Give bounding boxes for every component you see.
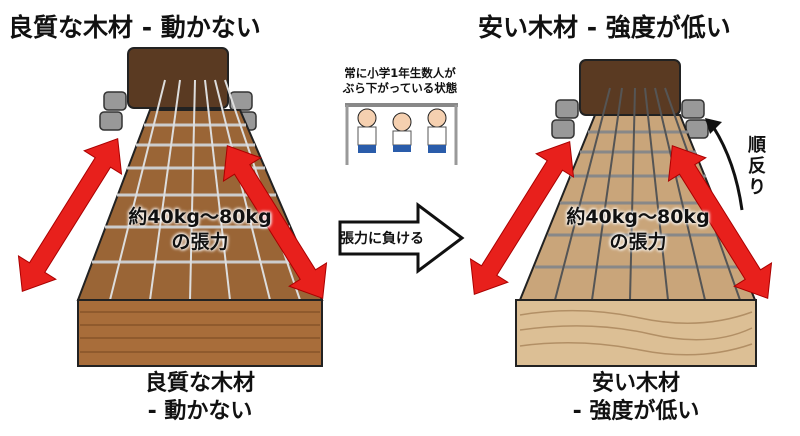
wood-block	[77, 299, 323, 367]
caption-line: ぶら下がっている状態	[342, 81, 458, 95]
tension-line: の張力	[609, 231, 667, 253]
bottom-line: 安い木材	[591, 371, 680, 396]
headstock	[127, 47, 229, 109]
tension-line: 約40kg〜80kg	[128, 206, 272, 228]
wood-block	[515, 299, 757, 367]
right-bottom-label: 安い木材 - 強度が低い	[516, 370, 756, 426]
center-arrow-label: 張力に負ける	[340, 231, 424, 247]
tension-line: 約40kg〜80kg	[566, 206, 710, 228]
tuning-pegs	[551, 99, 709, 139]
bend-label: 順反り	[748, 135, 766, 198]
headstock	[579, 59, 681, 116]
bottom-line: 良質な木材	[144, 371, 255, 396]
bottom-line: - 強度が低い	[572, 399, 700, 424]
left-title: 良質な木材 - 動かない	[8, 13, 261, 42]
tension-arrows	[17, 137, 773, 300]
left-bottom-label: 良質な木材 - 動かない	[80, 370, 320, 426]
center-arrow	[338, 202, 465, 274]
tension-line: の張力	[171, 231, 229, 253]
center-caption: 常に小学1年生数人が ぶら下がっている状態	[320, 66, 480, 96]
bend-arrow	[710, 124, 744, 211]
left-tension-label: 約40kg〜80kg の張力	[100, 205, 300, 255]
caption-line: 常に小学1年生数人が	[344, 66, 456, 80]
right-tension-label: 約40kg〜80kg の張力	[538, 205, 738, 255]
bottom-line: - 動かない	[147, 399, 253, 424]
good-wood-neck	[76, 47, 324, 367]
right-title: 安い木材 - 強度が低い	[478, 13, 731, 42]
kids-hanging-illustration	[345, 103, 458, 165]
